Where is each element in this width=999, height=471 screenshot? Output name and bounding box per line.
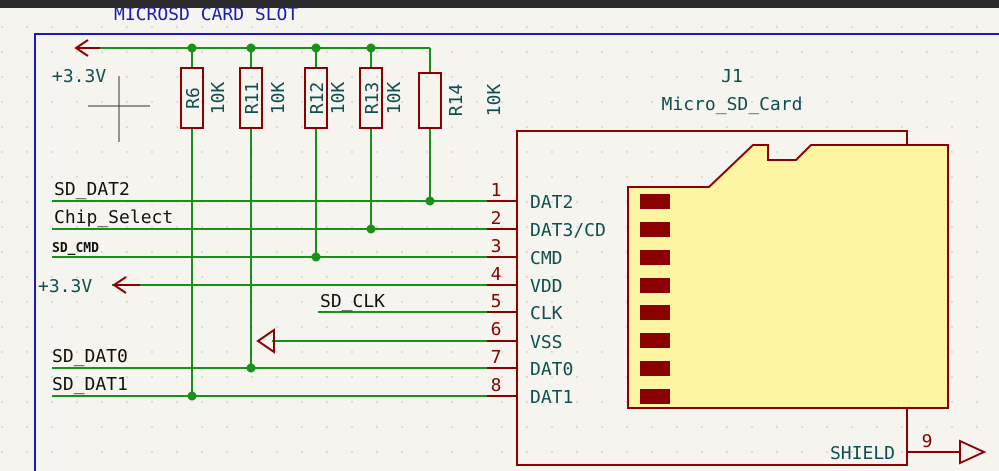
connector-ref: J1 [721,66,743,87]
resistor-value: 10K [208,82,229,115]
pin-name: CLK [530,303,563,324]
pin-number: 8 [491,375,502,396]
resistor-value: 10K [268,82,289,115]
pin-name-shield: SHIELD [830,443,895,464]
resistor-r12[interactable]: R12 10K [304,67,349,129]
power-label-left: +3.3V [38,276,92,297]
resistor-r14[interactable]: R14 10K [418,72,505,129]
pin-number: 6 [491,319,502,340]
pin-number: 4 [491,264,502,285]
pin-number: 7 [491,347,502,368]
section-title: MICROSD CARD SLOT [114,4,298,25]
net-label-chip-select[interactable]: Chip_Select [54,207,173,228]
net-label-sd-dat2[interactable]: SD_DAT2 [54,179,130,200]
resistor-value: 10K [328,82,349,115]
resistor-r11[interactable]: R11 10K [239,67,289,129]
window-top-bar [0,0,999,8]
card-contacts [640,194,670,404]
net-label-sd-cmd[interactable]: SD_CMD [52,241,99,256]
resistor-ref: R13 [362,82,383,115]
resistor-ref: R12 [307,82,328,115]
net-label-sd-dat1[interactable]: SD_DAT1 [52,374,128,395]
resistor-r13[interactable]: R13 10K [359,67,405,129]
resistor-ref: R6 [183,87,204,109]
pin-number: 2 [491,208,502,229]
pin-number: 5 [491,291,502,312]
wires [52,47,487,397]
power-label-top: +3.3V [52,66,106,87]
pin-name: DAT0 [530,359,573,380]
pin-name: DAT2 [530,192,573,213]
resistor-value: 10K [484,84,505,117]
pin-name: CMD [530,248,563,269]
pin-name: VDD [530,276,563,297]
pin-name: DAT1 [530,387,573,408]
connector-value: Micro_SD_Card [662,94,803,115]
pin-name: DAT3/CD [530,220,606,241]
resistor-value: 10K [384,82,405,115]
power-symbol-left[interactable] [112,276,140,294]
resistor-ref: R14 [446,84,467,117]
pin-number: 9 [922,431,933,452]
junctions [187,43,435,401]
pin-name: VSS [530,332,563,353]
ground-symbol-icon[interactable] [256,328,275,354]
pin-stubs [487,200,960,453]
net-label-sd-dat0[interactable]: SD_DAT0 [52,346,128,367]
sheet-section-border [34,33,999,471]
crosshair-cursor-icon [88,76,150,142]
power-symbol-top[interactable] [74,39,100,57]
shield-ground-symbol-icon[interactable] [959,439,987,465]
resistor-r6[interactable]: R6 10K [180,67,229,129]
connector-j1[interactable]: J1 Micro_SD_Card [487,66,960,466]
microsd-card-graphic [627,144,949,409]
resistor-ref: R11 [242,82,263,115]
pin-number: 3 [491,236,502,257]
net-label-sd-clk[interactable]: SD_CLK [320,291,385,312]
pin-number: 1 [491,180,502,201]
